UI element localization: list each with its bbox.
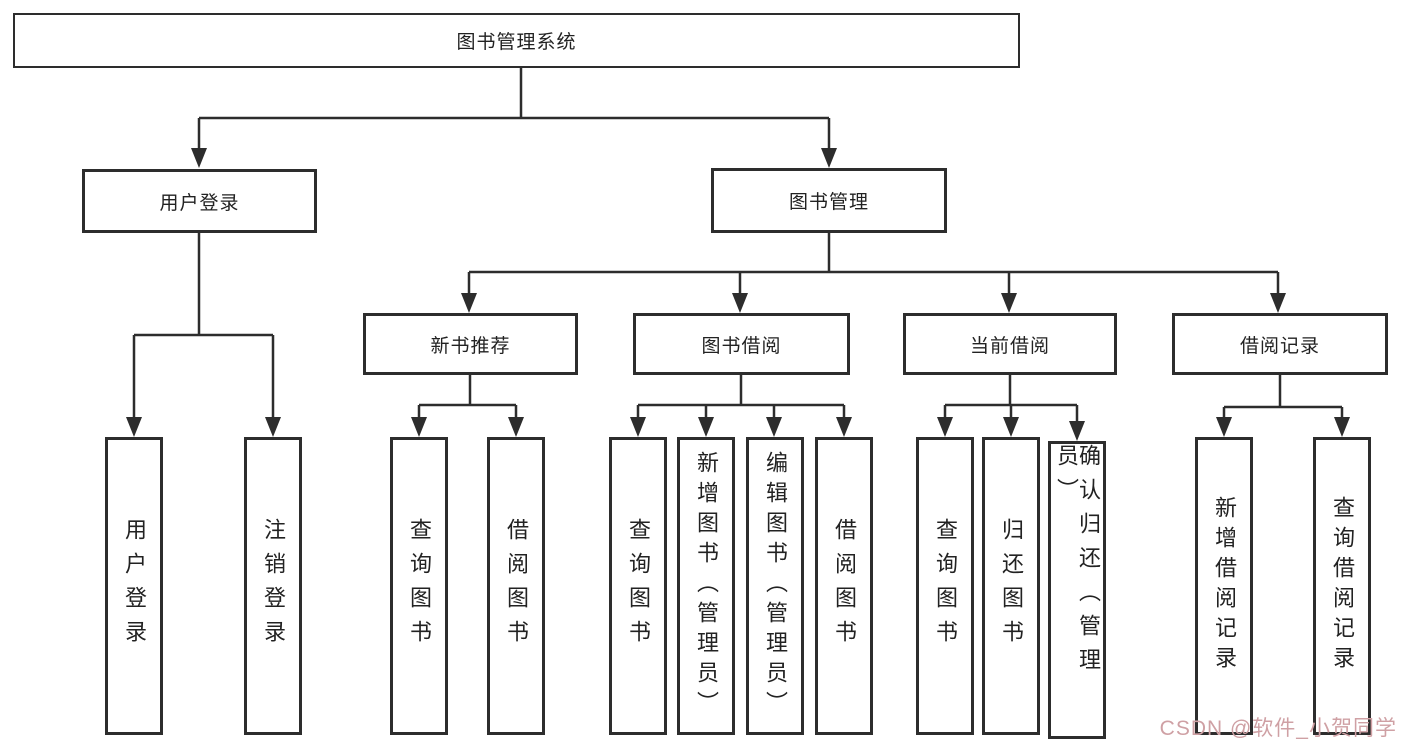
csdn-watermark: CSDN @软件_小贺同学: [1159, 717, 1397, 740]
leaf-add-borrow-record: 新增借阅记录: [1195, 437, 1253, 735]
leaf-query-books-borrowing: 查询图书: [609, 437, 667, 735]
node-book-management: 图书管理: [711, 168, 947, 233]
leaf-logout: 注销登录: [244, 437, 302, 735]
node-borrow-records: 借阅记录: [1172, 313, 1388, 375]
leaf-label: 确认归还（管理员）: [1054, 444, 1101, 682]
leaf-user-login: 用户登录: [105, 437, 163, 735]
arrowheads: [126, 148, 1350, 441]
leaf-return-book: 归还图书: [982, 437, 1040, 735]
leaf-label: 借阅图书: [504, 518, 529, 654]
leaf-label: 新增借阅记录: [1212, 496, 1237, 676]
leaf-borrow-books: 借阅图书: [815, 437, 873, 735]
leaf-label: 查询图书: [407, 518, 432, 654]
leaf-query-books-recommend: 查询图书: [390, 437, 448, 735]
leaf-borrow-books-recommend: 借阅图书: [487, 437, 545, 735]
leaf-confirm-return-admin: 确认归还（管理员）: [1048, 441, 1106, 739]
node-new-book-recommend: 新书推荐: [363, 313, 578, 375]
leaf-label: 用户登录: [122, 518, 147, 654]
leaf-label: 新增图书（管理员）: [694, 451, 719, 721]
leaf-label: 查询图书: [626, 518, 651, 654]
node-user-login: 用户登录: [82, 169, 317, 233]
node-book-borrowing: 图书借阅: [633, 313, 850, 375]
leaf-label: 借阅图书: [832, 518, 857, 654]
leaf-query-borrow-record: 查询借阅记录: [1313, 437, 1371, 735]
node-current-borrowing: 当前借阅: [903, 313, 1117, 375]
leaf-label: 归还图书: [999, 518, 1024, 654]
leaf-label: 查询图书: [933, 518, 958, 654]
leaf-label: 编辑图书（管理员）: [763, 451, 788, 721]
leaf-add-book-admin: 新增图书（管理员）: [677, 437, 735, 735]
leaf-query-books-current: 查询图书: [916, 437, 974, 735]
leaf-label: 查询借阅记录: [1330, 496, 1355, 676]
leaf-edit-book-admin: 编辑图书（管理员）: [746, 437, 804, 735]
leaf-label: 注销登录: [261, 518, 286, 654]
node-library-system: 图书管理系统: [13, 13, 1020, 68]
